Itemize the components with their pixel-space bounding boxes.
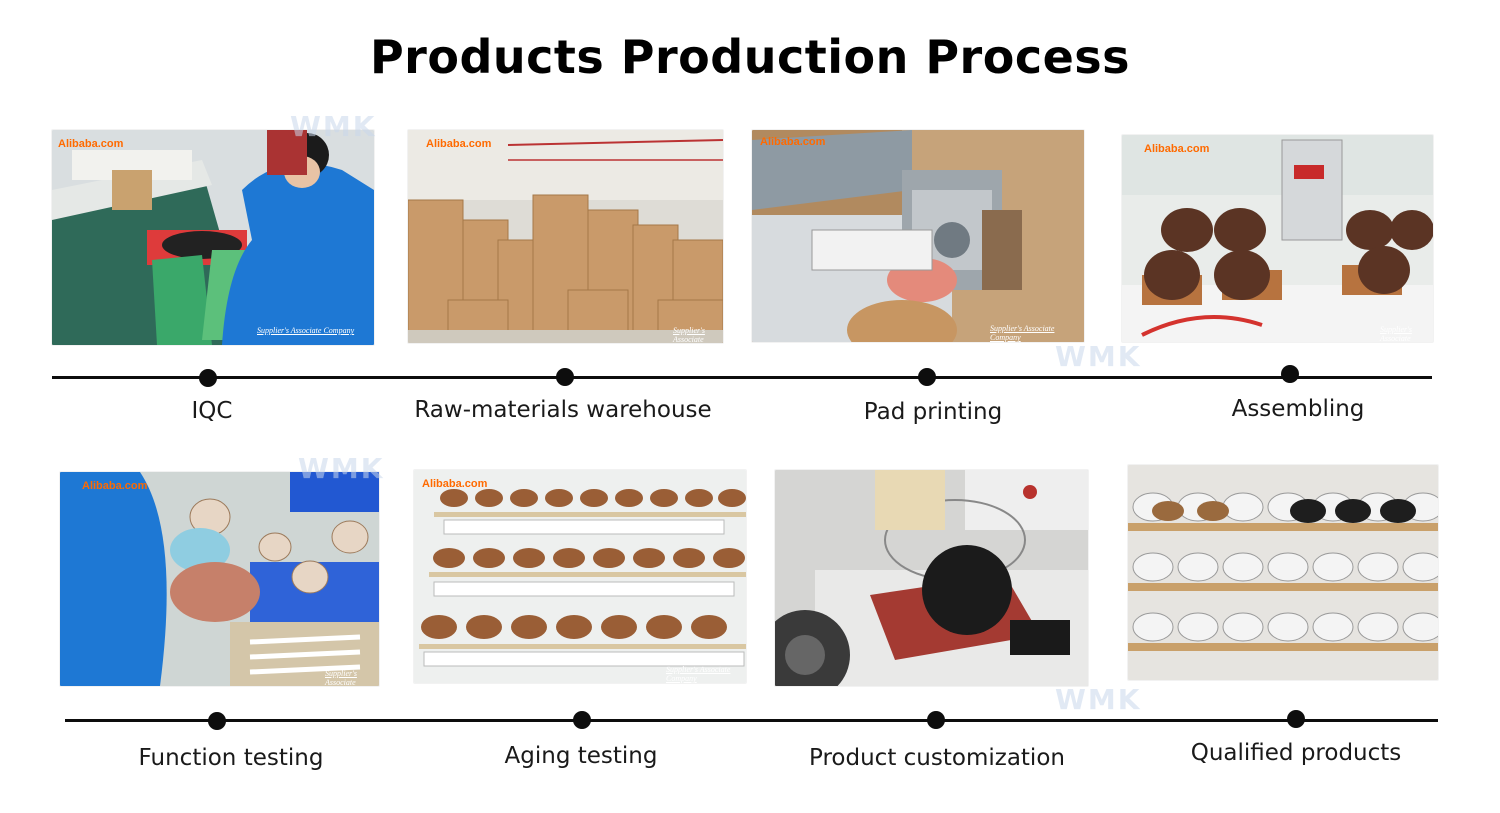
photo-iqc: Alibaba.com Supplier's Associate Company xyxy=(52,130,374,345)
step-label: IQC xyxy=(191,398,233,424)
alibaba-logo: Alibaba.com xyxy=(426,138,492,150)
photo-pad-printing: Alibaba.com Supplier's Associate Company xyxy=(752,130,1084,342)
associate-caption: Supplier's Associate Company xyxy=(1380,325,1412,342)
function-testing-photo xyxy=(60,472,379,686)
associate-caption: Supplier's Associate Company xyxy=(325,669,357,686)
timeline-dot xyxy=(556,368,574,386)
photo-warehouse: Alibaba.com Supplier's Associate Company xyxy=(408,130,723,343)
photo-customization xyxy=(775,470,1088,686)
timeline-dot xyxy=(927,711,945,729)
timeline-dot xyxy=(573,711,591,729)
alibaba-logo: Alibaba.com xyxy=(82,480,148,492)
warehouse-boxes-photo xyxy=(408,130,723,343)
associate-caption: Supplier's Associate Company xyxy=(257,326,355,335)
step-label: Assembling xyxy=(1231,396,1365,422)
alibaba-logo: Alibaba.com xyxy=(422,478,488,490)
photo-qualified-products xyxy=(1128,465,1438,680)
timeline-dot xyxy=(199,369,217,387)
step-label: Qualified products xyxy=(1190,740,1402,766)
watermark: WMK xyxy=(290,110,377,143)
timeline-dot xyxy=(918,368,936,386)
associate-caption: Supplier's Associate Company xyxy=(666,665,731,683)
alibaba-logo: Alibaba.com xyxy=(1144,143,1210,155)
timeline-dot xyxy=(208,712,226,730)
customization-machine-photo xyxy=(775,470,1088,686)
step-label: Raw-materials warehouse xyxy=(414,397,712,423)
alibaba-logo: Alibaba.com xyxy=(58,138,124,150)
associate-caption: Supplier's Associate Company xyxy=(990,324,1055,342)
step-label: Pad printing xyxy=(863,399,1003,425)
step-label: Aging testing xyxy=(504,743,658,769)
pad-printing-machine-photo xyxy=(752,130,1084,342)
timeline-row-1 xyxy=(52,376,1432,379)
step-label: Function testing xyxy=(138,745,324,771)
watermark: WMK xyxy=(298,452,385,485)
finished-products-shelf-photo xyxy=(1128,465,1438,680)
timeline-dot xyxy=(1287,710,1305,728)
step-label: Product customization xyxy=(809,745,1065,771)
assembly-line-photo xyxy=(1122,135,1433,342)
photo-function-testing: Alibaba.com Supplier's Associate Company xyxy=(60,472,379,686)
photo-aging-testing: Alibaba.com Supplier's Associate Company xyxy=(414,470,746,683)
timeline-dot xyxy=(1281,365,1299,383)
associate-caption: Supplier's Associate Company xyxy=(673,326,705,343)
watermark: WMK xyxy=(1055,683,1142,716)
aging-rack-photo xyxy=(414,470,746,683)
page-title: Products Production Process xyxy=(369,30,1131,84)
worker-inspecting-photo xyxy=(52,130,374,345)
alibaba-logo: Alibaba.com xyxy=(760,136,826,148)
watermark: WMK xyxy=(1055,340,1142,373)
photo-assembling: Alibaba.com Supplier's Associate Company xyxy=(1122,135,1433,342)
timeline-row-2 xyxy=(65,719,1438,722)
